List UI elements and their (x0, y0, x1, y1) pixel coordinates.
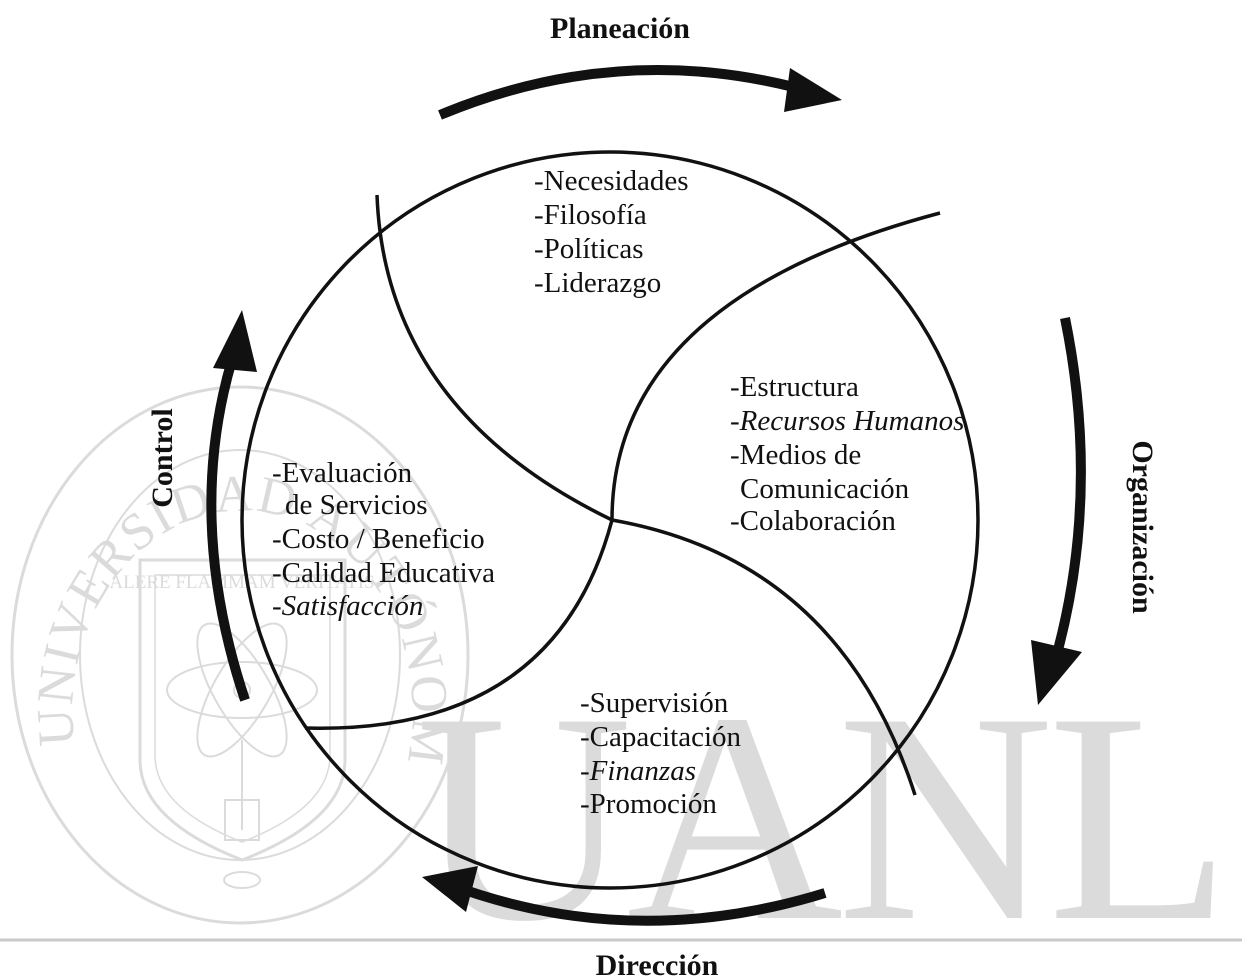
arrow-control (206, 358, 250, 702)
divider-direccion-control (304, 519, 614, 730)
list-item: de Servicios (285, 489, 428, 521)
quadrant-organizacion: -Estructura -Recursos Humanos -Medios de… (730, 371, 964, 537)
watermark-shield-inner (154, 574, 331, 843)
watermark-letters: UANL (416, 651, 1225, 980)
list-item: -Calidad Educativa (272, 557, 495, 589)
cycle-circle (240, 150, 980, 890)
list-item: -Liderazgo (534, 267, 661, 299)
cycle-arrows (206, 65, 1086, 926)
list-item: -Evaluación (272, 457, 413, 489)
quadrant-direccion: -Supervisión -Capacitación -Finanzas -Pr… (580, 687, 742, 820)
list-item: -Supervisión (580, 687, 729, 719)
watermark-motto: ALERE FLAMMAM VERITATIS (109, 572, 374, 593)
list-item: -Finanzas (580, 755, 696, 787)
list-item: Comunicación (740, 473, 910, 505)
arrow-planeacion-head (784, 68, 842, 112)
stage-label-direccion: Dirección (596, 949, 719, 980)
list-item: -Recursos Humanos (730, 405, 964, 437)
list-item: -Necesidades (534, 165, 689, 197)
quadrant-planeacion: -Necesidades -Filosofía -Políticas -Lide… (534, 165, 689, 299)
arrow-control-head (213, 310, 257, 372)
divider-planeacion-control (375, 194, 613, 522)
divider-organizacion-direccion (611, 518, 917, 796)
list-item: -Filosofía (534, 199, 647, 231)
list-item: -Promoción (580, 788, 717, 820)
stage-label-organizacion: Organización (1126, 440, 1159, 614)
list-item: -Estructura (730, 371, 859, 403)
cycle (240, 150, 980, 890)
arrow-direccion (463, 885, 827, 926)
arrow-planeacion (438, 65, 807, 120)
watermark-atom-icon (166, 622, 318, 758)
watermark-seal-ring (10, 385, 470, 925)
watermark-shield (138, 558, 347, 862)
arrow-organizacion (1053, 317, 1086, 652)
list-item: -Satisfacción (272, 590, 423, 622)
arrow-direccion-head (422, 866, 478, 912)
watermark-torch-icon (223, 740, 261, 889)
stage-label-planeacion: Planeación (550, 12, 690, 45)
list-item: -Colaboración (730, 505, 896, 537)
list-item: -Costo / Beneficio (272, 523, 485, 555)
list-item: -Políticas (534, 233, 644, 265)
arrow-organizacion-head (1031, 640, 1082, 705)
list-item: -Medios de (730, 439, 861, 471)
divider-planeacion-organizacion (610, 211, 941, 521)
quadrant-control: -Evaluación de Servicios -Costo / Benefi… (272, 457, 495, 622)
list-item: -Capacitación (580, 721, 742, 753)
stage-label-control: Control (146, 408, 179, 507)
